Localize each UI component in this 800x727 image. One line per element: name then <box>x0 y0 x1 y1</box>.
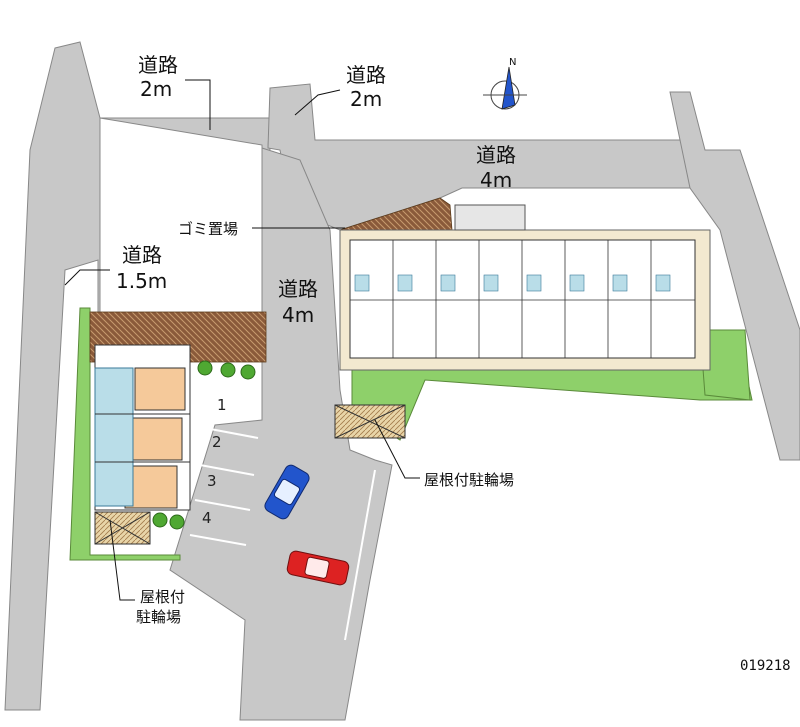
svg-text:道路: 道路 <box>346 63 386 87</box>
units-right <box>350 240 695 358</box>
svg-text:1.5m: 1.5m <box>116 269 167 293</box>
svg-text:道路: 道路 <box>122 243 162 267</box>
green-bottom-strip <box>351 367 753 441</box>
road-label-center: 道路 4m <box>278 277 318 327</box>
garbage-label: ゴミ置場 <box>178 220 238 238</box>
building-right <box>339 204 711 371</box>
green-left-lot <box>69 307 181 561</box>
building-left <box>94 344 191 511</box>
parking-lot <box>189 427 376 641</box>
unit-floor-2 <box>129 417 183 461</box>
road-label-top-center: 道路 2m <box>346 63 386 111</box>
stair-box <box>454 204 526 231</box>
bike-shelter-left-label-1: 屋根付 <box>140 588 185 606</box>
leader-lines <box>64 79 420 601</box>
unit-fixtures <box>354 274 671 292</box>
svg-text:4m: 4m <box>480 168 512 192</box>
compass-label: N <box>509 57 516 68</box>
compass-icon: N <box>483 57 527 110</box>
shrubs <box>152 360 256 530</box>
road-right-diagonal <box>669 91 800 461</box>
svg-text:道路: 道路 <box>278 277 318 301</box>
svg-text:2m: 2m <box>140 77 172 101</box>
svg-text:2m: 2m <box>350 87 382 111</box>
unit-floor-1 <box>134 367 186 411</box>
parking-space-2: 2 <box>212 433 222 451</box>
bike-shelter-left <box>94 511 151 545</box>
car-blue <box>264 464 310 520</box>
svg-text:道路: 道路 <box>476 143 516 167</box>
road-label-top-right: 道路 4m <box>476 143 516 192</box>
svg-text:4m: 4m <box>282 303 314 327</box>
bike-shelter-right-label: 屋根付駐輪場 <box>424 471 514 489</box>
bike-shelter-right <box>334 404 406 439</box>
parking-space-3: 3 <box>207 472 217 490</box>
green-right-strip <box>699 329 751 401</box>
parking-space-4: 4 <box>202 509 212 527</box>
parking-numbers: 1 2 3 4 <box>202 396 227 527</box>
parking-space-1: 1 <box>217 396 227 414</box>
svg-text:道路: 道路 <box>138 53 178 77</box>
car-red <box>286 550 350 586</box>
road-label-left: 道路 1.5m <box>116 243 167 293</box>
bike-shelter-left-label-2: 駐輪場 <box>136 608 181 626</box>
road-label-top-left: 道路 2m <box>138 53 178 101</box>
property-code: 019218 <box>740 658 791 674</box>
unit-floor-3 <box>124 465 178 509</box>
